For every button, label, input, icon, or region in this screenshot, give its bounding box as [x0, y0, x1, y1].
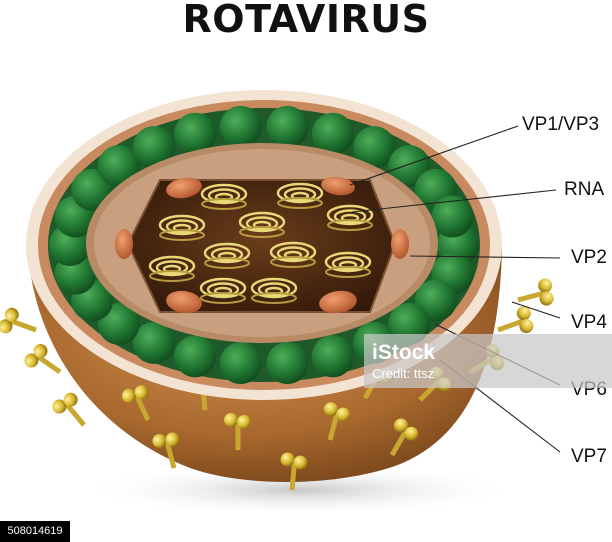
vp4-spike	[389, 418, 419, 457]
vp4-spike	[0, 307, 37, 334]
watermark-banner	[364, 334, 612, 388]
rna-coil	[250, 277, 298, 304]
vp6-protein	[219, 105, 262, 148]
label-vp2: VP2	[571, 247, 607, 268]
vp4-spike	[121, 385, 151, 422]
vp6-protein	[219, 342, 262, 385]
vp4-spike	[152, 432, 180, 469]
vp1-vp3-enzyme	[115, 229, 133, 259]
label-vp1-vp3: VP1/VP3	[522, 114, 600, 135]
watermark-brand: iStock	[372, 341, 436, 364]
rna-coil	[148, 255, 196, 282]
vp6-protein	[174, 335, 217, 378]
vp1-vp3-enzyme	[321, 176, 355, 196]
vp1-vp3-enzyme	[166, 177, 202, 199]
rna-coil	[276, 182, 324, 209]
rna-coil	[269, 241, 317, 268]
rna-coil	[326, 204, 374, 231]
rna-coil	[238, 211, 286, 238]
vp6-protein	[353, 126, 396, 169]
vp6-protein	[132, 126, 175, 169]
vp6-protein	[174, 112, 217, 155]
label-rna: RNA	[564, 179, 605, 200]
stock-id-badge: 508014619	[0, 521, 70, 542]
rna-coil	[203, 242, 251, 269]
label-vp7: VP7	[571, 446, 607, 467]
label-vp4: VP4	[571, 312, 607, 333]
vp1-vp3-enzyme	[319, 290, 357, 314]
rna-coil	[158, 214, 206, 241]
vp4-spike	[24, 344, 62, 375]
rna-segments	[148, 182, 374, 304]
vp1-vp3-enzymes	[115, 176, 409, 314]
vp4-spike	[280, 452, 308, 491]
vp4-spike	[52, 392, 86, 427]
vp6-protein	[97, 145, 140, 188]
vp6-protein	[266, 105, 309, 148]
watermark-credit: Credit: ttsz	[372, 366, 435, 381]
rna-coil	[324, 251, 372, 278]
diagram-title: ROTAVIRUS	[182, 0, 430, 41]
vp6-protein	[132, 321, 175, 364]
ground-shadow	[80, 464, 520, 516]
vp1-vp3-enzyme	[166, 290, 202, 314]
vp1-vp3-enzyme	[391, 229, 409, 259]
vp6-protein	[311, 335, 354, 378]
vp6-protein	[266, 342, 309, 385]
vp4-spike	[517, 278, 554, 306]
vp6-protein	[311, 112, 354, 155]
vp4-spike	[324, 402, 351, 441]
rna-coil	[199, 277, 247, 304]
vp4-spike	[497, 306, 534, 334]
vp6-protein	[431, 195, 474, 238]
rna-coil	[200, 183, 248, 210]
vp4-spike	[224, 413, 251, 450]
